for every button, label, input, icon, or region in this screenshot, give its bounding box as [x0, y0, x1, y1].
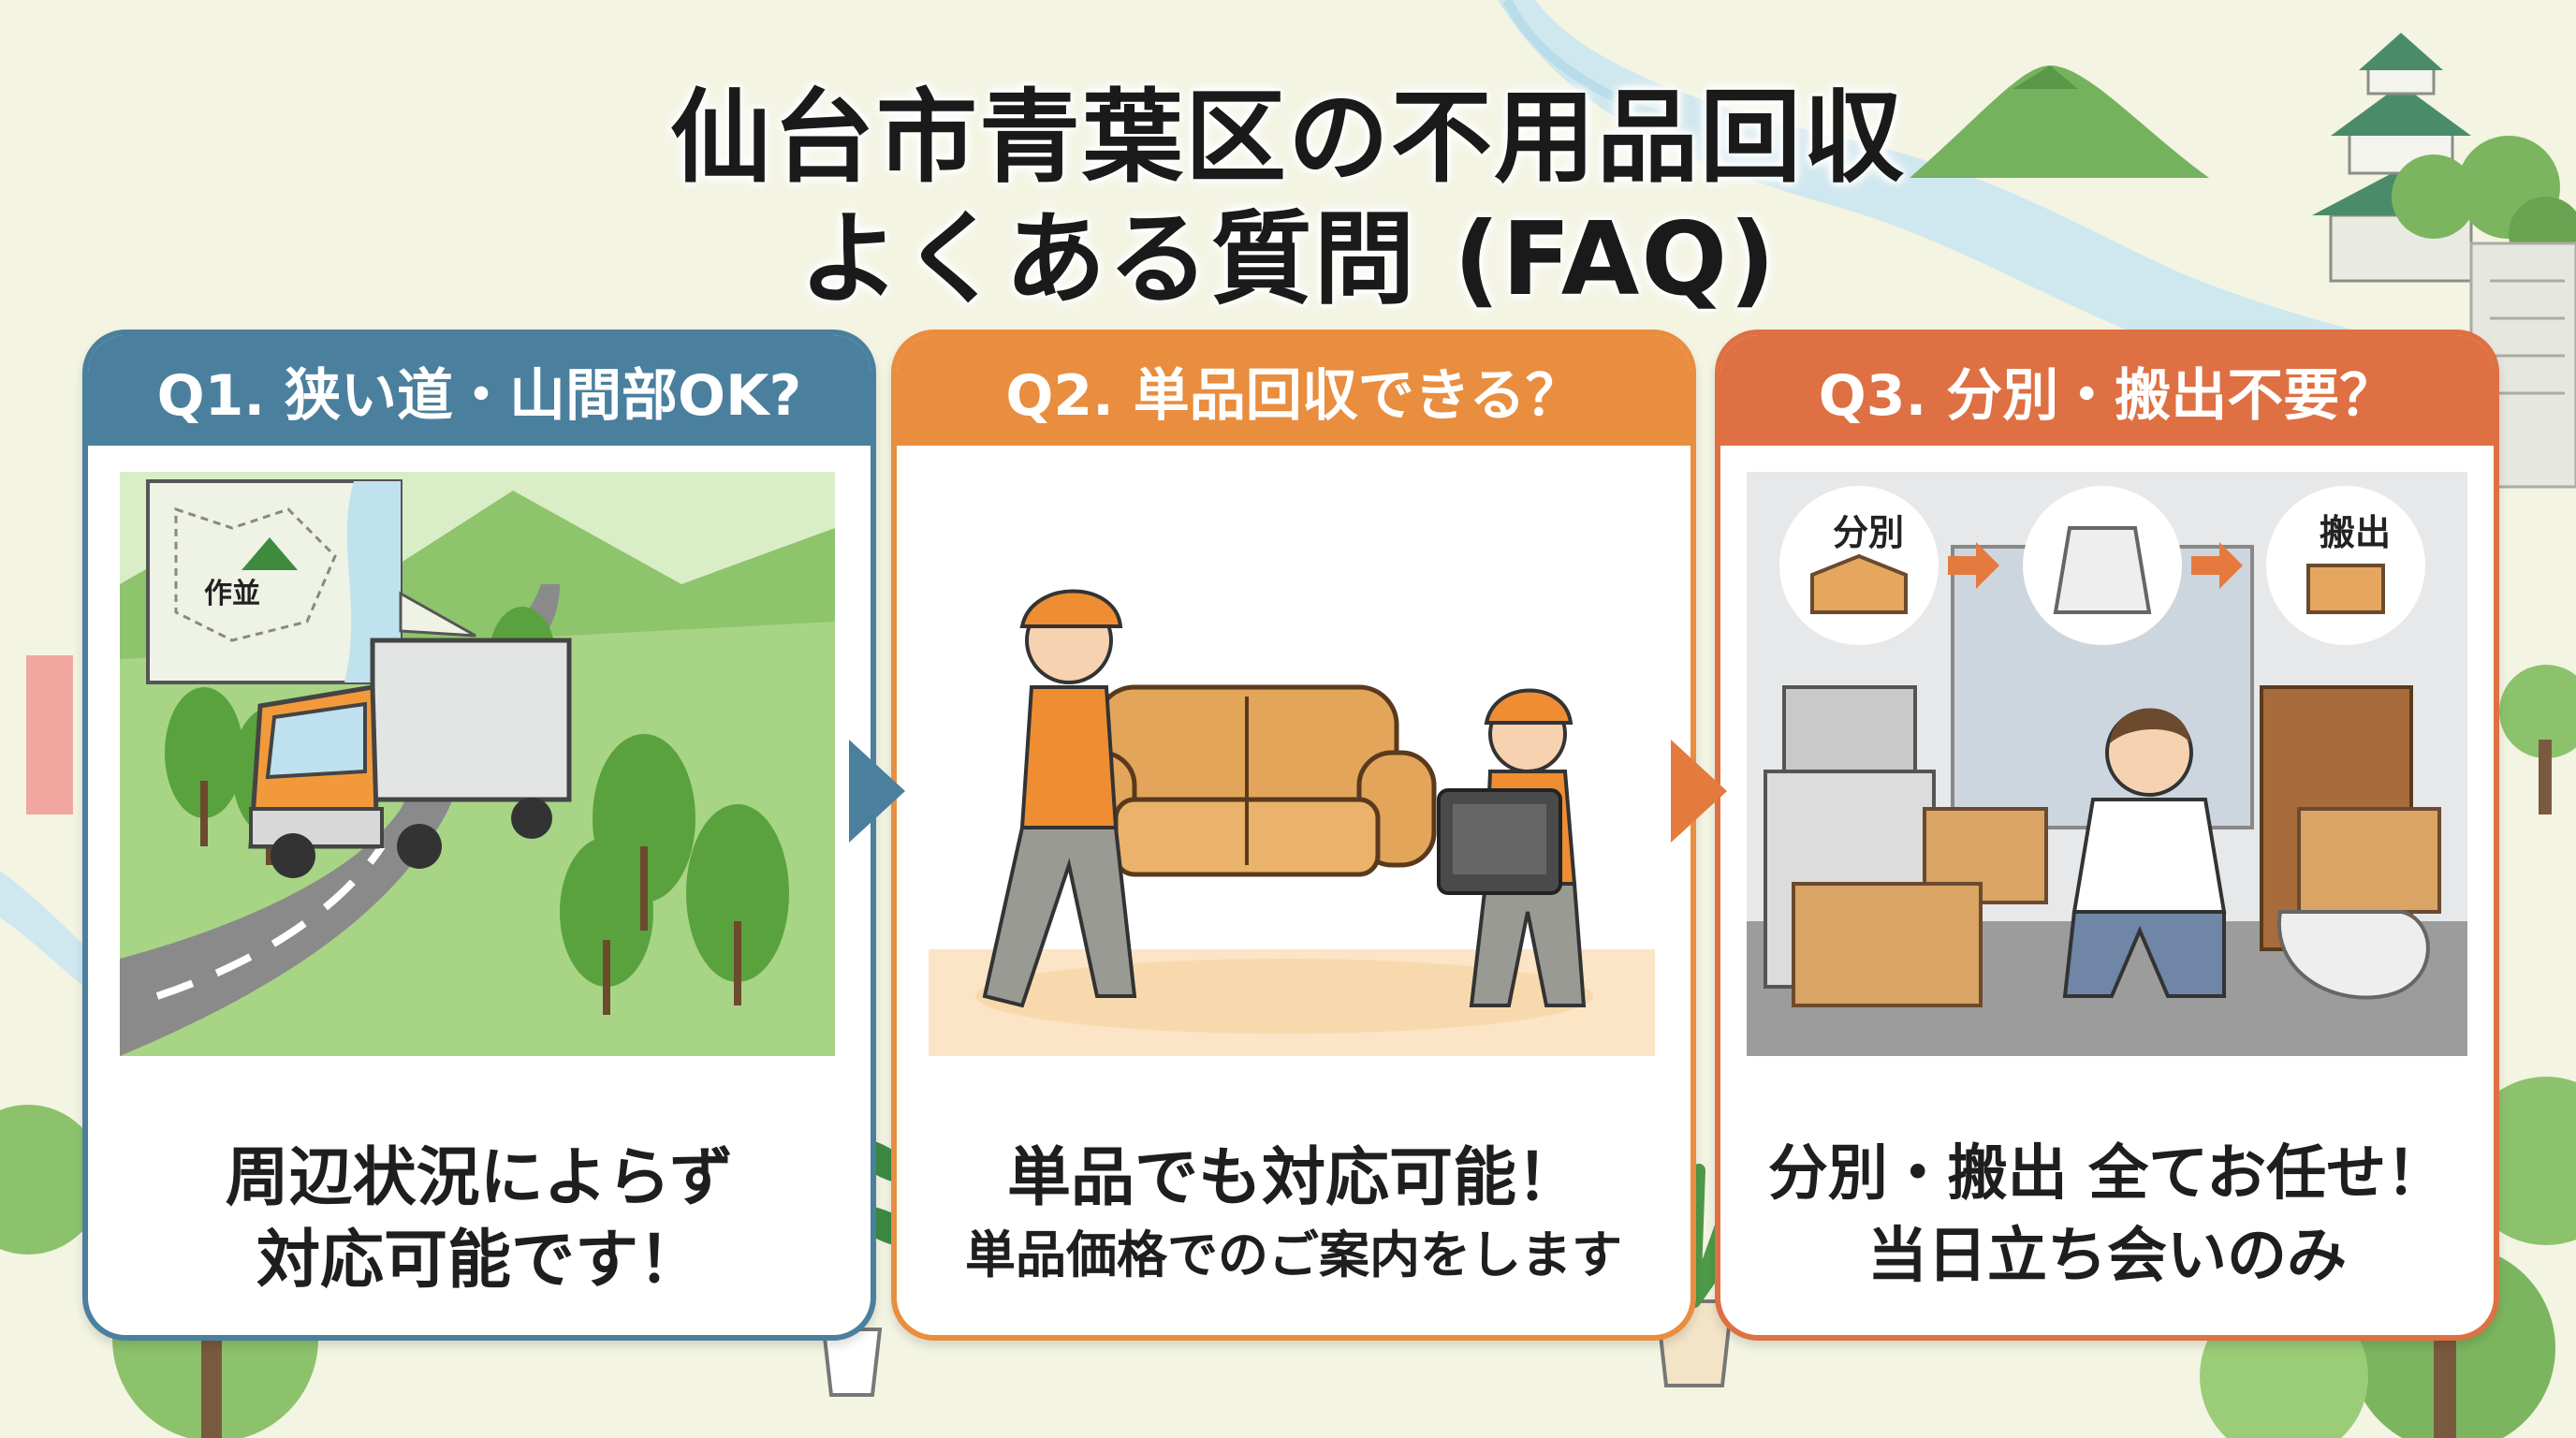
map-label: 作並	[204, 578, 260, 610]
faq-card-q2: Q2. 単品回収できる？	[891, 330, 1696, 1341]
movers-illustration	[929, 472, 1655, 1335]
faq-answer-line2: 対応可能です！	[256, 1224, 702, 1298]
truck-icon	[248, 638, 572, 878]
faq-card-q1: Q1. 狭い道・山間部OK? 作並	[82, 330, 876, 1341]
faq-answer-line1: 周辺状況によらず	[225, 1141, 734, 1215]
arrow-right-icon	[2191, 542, 2243, 589]
person-icon	[2062, 708, 2227, 998]
mover-icon	[1437, 688, 1587, 1007]
arrow-right-icon	[1948, 542, 1999, 589]
faq-answer-line2: 当日立ち会いのみ	[1867, 1222, 2347, 1291]
box-icon	[1810, 553, 1908, 614]
mountain-truck-illustration: 作並	[120, 472, 835, 1335]
step-sort-label: 分別	[1833, 512, 1904, 553]
microwave-icon	[1782, 685, 1917, 773]
faq-answer-line1: 単品でも対応可能！	[1006, 1141, 1580, 1215]
faq-question: Q2. 単品回収できる？	[1005, 362, 1582, 429]
page-title-line2: よくある質問 (FAQ)	[798, 201, 1778, 318]
faq-card-header: Q3. 分別・搬出不要？	[1720, 335, 2494, 446]
faq-card-q3: Q3. 分別・搬出不要？ 分別 搬出	[1715, 330, 2499, 1341]
garbage-bag-icon	[2053, 526, 2152, 614]
faq-question: Q1. 狭い道・山間部OK?	[156, 362, 802, 429]
mover-icon	[982, 589, 1137, 1008]
faq-answer-line2: 単品価格でのご案内をします	[965, 1225, 1622, 1284]
page-title-line1: 仙台市青葉区の不用品回収	[669, 80, 1906, 197]
faq-card-header: Q2. 単品回収できる？	[897, 335, 1690, 446]
chevron-right-icon	[849, 740, 905, 843]
chevron-right-icon	[1671, 740, 1727, 843]
faq-card-header: Q1. 狭い道・山間部OK?	[88, 335, 871, 446]
step-carry-label: 搬出	[2320, 512, 2391, 553]
sorting-illustration: 分別 搬出	[1747, 472, 2467, 1335]
faq-question: Q3. 分別・搬出不要？	[1818, 362, 2396, 429]
faq-answer-line1: 分別・搬出 全てお任せ！	[1767, 1139, 2447, 1209]
box-icon	[2306, 564, 2385, 614]
